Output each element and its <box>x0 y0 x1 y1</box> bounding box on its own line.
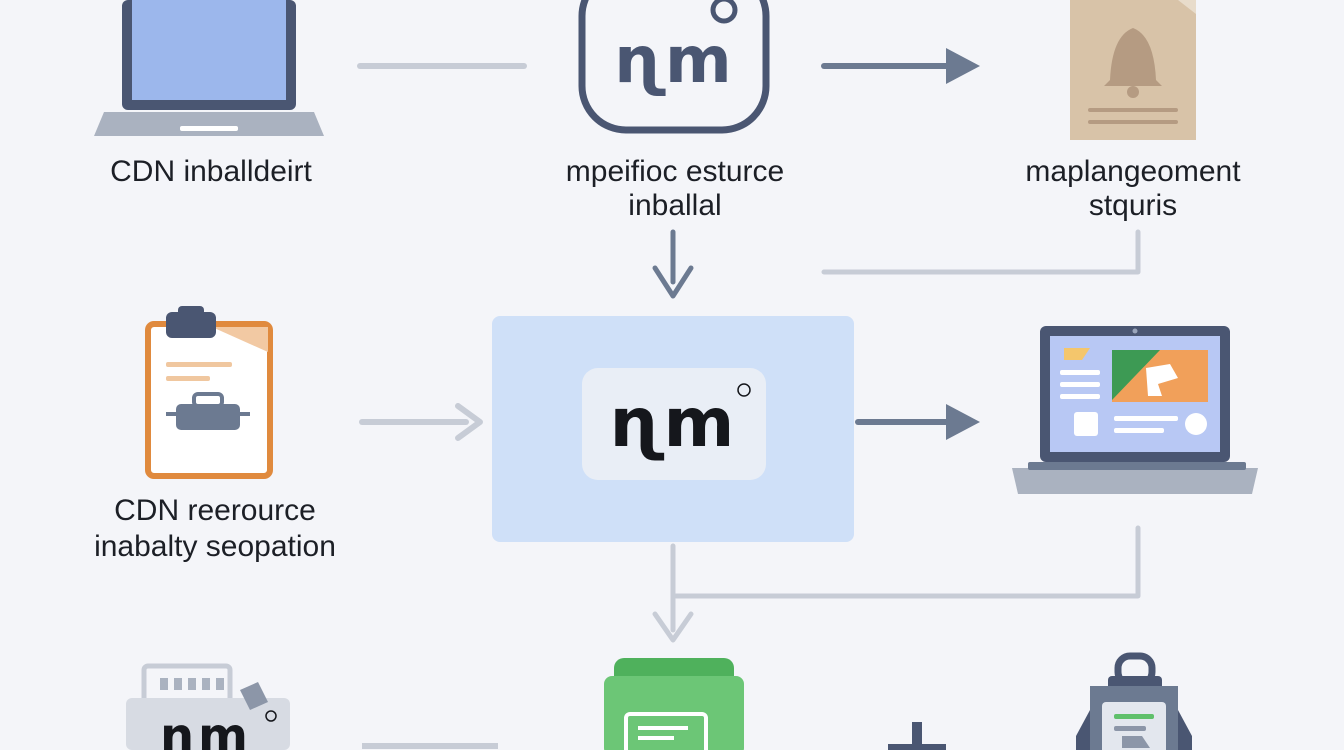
connectors <box>357 48 1141 749</box>
arrow-top-right <box>821 48 980 84</box>
npm-logo-icon: ɳm <box>578 0 770 134</box>
arrow-down-to-center <box>652 229 694 299</box>
plus-icon <box>888 722 946 750</box>
green-folder-icon <box>604 658 744 750</box>
label-cdn-reerource: CDN reerource <box>114 494 316 527</box>
npm-package-icon: ɳm <box>126 663 290 750</box>
arrow-down-from-center <box>652 543 694 643</box>
npm-center-logo-icon: ɳm <box>492 316 854 542</box>
clipboard-toolbox-icon <box>145 306 273 479</box>
clipboard-lock-icon <box>1076 652 1192 750</box>
npm-bottom-text: ɳm <box>160 708 248 750</box>
label-cdn-inballdeirt: CDN inballdeirt <box>110 155 312 188</box>
label-inballal: inballal <box>628 189 722 222</box>
connector-right-elbow-bottom <box>673 525 1141 599</box>
laptop-dashboard-icon <box>1012 326 1258 494</box>
laptop-icon <box>94 0 324 136</box>
npm-center-text: ɳm <box>610 384 735 463</box>
document-bell-icon <box>1070 0 1196 140</box>
npm-top-text: ɳm <box>614 24 731 98</box>
label-inabalty-seopation: inabalty seopation <box>94 530 336 563</box>
arrow-center-to-laptop <box>855 404 980 440</box>
label-mpeifioc-esturce: mpeifioc esturce <box>565 155 785 188</box>
label-stquris: stquris <box>1088 189 1178 222</box>
label-maplangeoment: maplangeoment <box>1025 155 1241 188</box>
connector-right-elbow-top <box>821 229 1141 275</box>
arrow-left-to-center <box>359 403 483 441</box>
